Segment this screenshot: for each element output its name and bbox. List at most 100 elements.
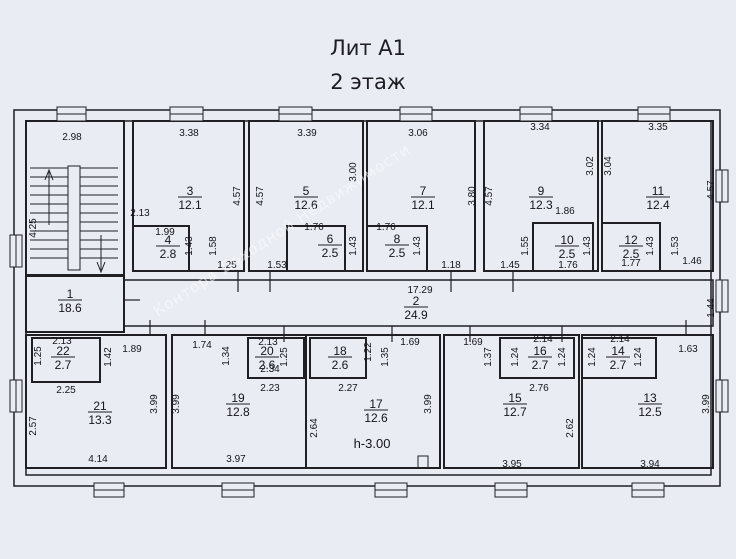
dimension-label: 1.42 xyxy=(103,347,114,367)
dimension-label: 1.25 xyxy=(217,260,237,271)
room-16-outline xyxy=(499,337,575,379)
dimension-label: 1.43 xyxy=(582,236,593,256)
dimension-label: 17.29 xyxy=(407,285,432,296)
dimension-label: 3.99 xyxy=(171,394,182,414)
ceiling-height: h-3.00 xyxy=(354,436,391,451)
room-6-outline xyxy=(286,225,346,272)
dimension-label: 2.76 xyxy=(529,383,549,394)
room-area: 2.6 xyxy=(259,358,276,372)
room-4-outline xyxy=(132,225,190,272)
dimension-label: 1.25 xyxy=(33,346,44,366)
dimension-label: 2.27 xyxy=(338,383,358,394)
room-area: 24.9 xyxy=(404,308,428,322)
dimension-label: 3.04 xyxy=(603,156,614,176)
dimension-label: 1.58 xyxy=(208,236,219,256)
dimension-label: 1.37 xyxy=(483,347,494,367)
room-1-outline xyxy=(25,275,125,333)
dimension-label: 4.57 xyxy=(706,180,717,200)
room-number: 1 xyxy=(67,287,74,301)
room-number: 15 xyxy=(508,391,522,405)
room-area: 12.3 xyxy=(529,198,553,212)
room-number: 7 xyxy=(420,184,427,198)
floor-label: 2 этаж xyxy=(330,70,406,94)
dimension-label: 1.44 xyxy=(706,298,717,318)
dimension-label: 1.35 xyxy=(380,347,391,367)
dimension-label: 1.43 xyxy=(184,236,195,256)
dimension-label: 3.06 xyxy=(408,128,428,139)
dimension-label: 2.13 xyxy=(52,336,72,347)
room-area: 12.6 xyxy=(364,411,388,425)
dimension-label: 2.64 xyxy=(309,418,320,438)
dimension-label: 3.99 xyxy=(423,394,434,414)
dimension-label: 1.34 xyxy=(221,346,232,366)
room-8-outline xyxy=(366,225,428,272)
dimension-label: 3.99 xyxy=(701,394,712,414)
dimension-label: 1.76 xyxy=(376,222,396,233)
dimension-label: 1.86 xyxy=(555,206,575,217)
dimension-label: 1.63 xyxy=(678,344,698,355)
dimension-label: 1.76 xyxy=(304,222,324,233)
dimension-label: 3.99 xyxy=(149,394,160,414)
dimension-label: 1.24 xyxy=(633,347,644,367)
dimension-label: 4.25 xyxy=(28,218,39,238)
dimension-label: 4.57 xyxy=(255,186,266,206)
dimension-label: 2.98 xyxy=(62,132,82,143)
dimension-label: 1.69 xyxy=(463,337,483,348)
dimension-label: 1.45 xyxy=(500,260,520,271)
room-number: 4 xyxy=(165,233,172,247)
dimension-label: 1.99 xyxy=(155,227,175,238)
dimension-label: 3.97 xyxy=(226,454,246,465)
dimension-label: 1.43 xyxy=(645,236,656,256)
dimension-label: 3.00 xyxy=(348,162,359,182)
walls xyxy=(13,109,721,487)
room-17-outline xyxy=(305,334,441,469)
column-mark xyxy=(417,455,429,469)
dimension-label: 3.94 xyxy=(640,459,660,470)
dimension-label: 1.22 xyxy=(363,342,374,362)
room-area: 12.5 xyxy=(638,405,662,419)
room-area: 2.6 xyxy=(332,358,349,372)
room-area: 18.6 xyxy=(58,301,82,315)
dimension-label: 1.43 xyxy=(412,236,423,256)
dimension-label: 3.35 xyxy=(648,122,668,133)
windows xyxy=(9,106,729,498)
room-area: 12.6 xyxy=(294,198,318,212)
dimension-label: 4.14 xyxy=(88,454,108,465)
room-number: 13 xyxy=(643,391,657,405)
dimension-label: 1.69 xyxy=(400,337,420,348)
room-area: 2.8 xyxy=(160,247,177,261)
dimension-label: 1.53 xyxy=(267,260,287,271)
room-number: 18 xyxy=(333,344,347,358)
dimension-label: 1.25 xyxy=(279,347,290,367)
dimension-label: 2.13 xyxy=(130,208,150,219)
room-10-outline xyxy=(532,222,594,272)
room-area: 2.7 xyxy=(610,358,627,372)
room-15-outline xyxy=(443,334,580,469)
stair-well xyxy=(25,120,125,276)
room-area: 2.5 xyxy=(623,247,640,261)
dimension-label: 1.46 xyxy=(682,256,702,267)
dimension-label: 3.95 xyxy=(502,459,522,470)
dimension-label: 1.24 xyxy=(510,347,521,367)
room-area: 12.1 xyxy=(411,198,435,212)
dimension-label: 1.24 xyxy=(587,347,598,367)
dimension-label: 2.23 xyxy=(260,383,280,394)
stair-arrow-head xyxy=(96,261,106,274)
room-area: 2.7 xyxy=(532,358,549,372)
room-number: 2 xyxy=(413,294,420,308)
dimension-label: 1.74 xyxy=(192,340,212,351)
room-number: 10 xyxy=(560,233,574,247)
dimension-label: 2.62 xyxy=(565,418,576,438)
room-area: 12.8 xyxy=(226,405,250,419)
room-number: 14 xyxy=(611,344,625,358)
room-number: 9 xyxy=(538,184,545,198)
room-number: 12 xyxy=(624,233,638,247)
dimension-label: 1.89 xyxy=(122,344,142,355)
room-area: 2.5 xyxy=(389,246,406,260)
room-area: 2.5 xyxy=(559,247,576,261)
room-area: 2.5 xyxy=(322,246,339,260)
room-20-outline xyxy=(247,337,305,379)
room-number: 3 xyxy=(187,184,194,198)
